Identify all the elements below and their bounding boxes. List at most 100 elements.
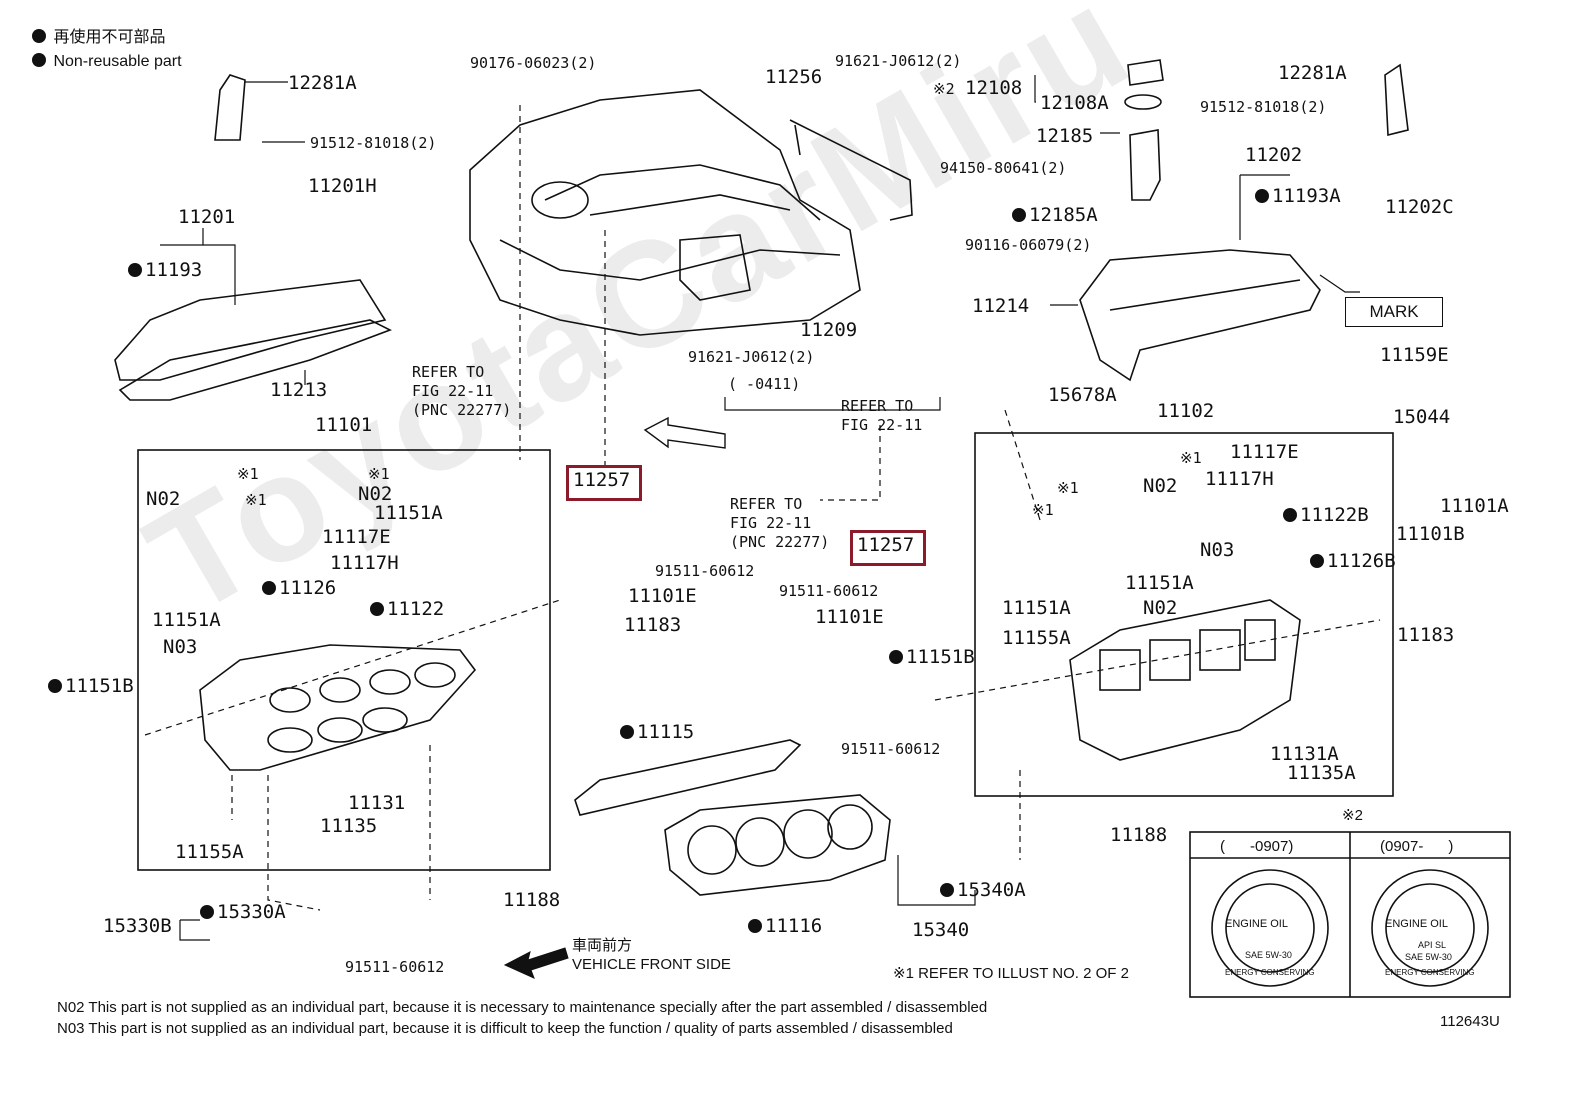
label-91511-a[interactable]: 91511-60612 <box>655 562 755 580</box>
label-11126B[interactable]: 11126B <box>1310 551 1396 571</box>
front-en: VEHICLE FRONT SIDE <box>572 956 731 973</box>
legend-en: Non-reusable part <box>32 52 182 72</box>
label-91511-b[interactable]: 91511-60612 <box>345 958 445 976</box>
label-n02-right2: N02 <box>1143 597 1178 619</box>
label-x1e: ※1 <box>1057 479 1079 497</box>
label-11101[interactable]: 11101 <box>315 414 373 436</box>
cap-right-sub2: SAE 5W-30 <box>1405 952 1452 962</box>
label-11257-b[interactable]: 11257 <box>857 534 915 556</box>
front-arrow-icon <box>503 947 569 979</box>
range-0411: ( -0411) <box>728 375 801 393</box>
refer-mid: REFER TO FIG 22-11 (PNC 22277) <box>730 495 830 551</box>
label-90176[interactable]: 90176-06023(2) <box>470 54 597 72</box>
label-11257-a[interactable]: 11257 <box>573 469 631 491</box>
label-11159E[interactable]: 11159E <box>1380 344 1449 366</box>
label-15340[interactable]: 15340 <box>912 919 970 941</box>
label-11122[interactable]: 11122 <box>370 599 444 619</box>
label-11131A[interactable]: 11131A <box>1270 743 1339 765</box>
label-90116[interactable]: 90116-06079(2) <box>965 236 1092 254</box>
label-15330B[interactable]: 15330B <box>103 915 172 937</box>
head-cover-11202 <box>1079 249 1321 382</box>
label-11135[interactable]: 11135 <box>320 815 378 837</box>
label-11202[interactable]: 11202 <box>1245 144 1303 166</box>
label-11101B[interactable]: 11101B <box>1396 523 1465 545</box>
label-11151A-r1[interactable]: 11151A <box>1125 572 1194 594</box>
label-91511-d[interactable]: 91511-60612 <box>841 740 941 758</box>
label-11202C[interactable]: 11202C <box>1385 196 1454 218</box>
label-12185A[interactable]: 12185A <box>1012 205 1098 225</box>
label-11101E-left[interactable]: 11101E <box>628 585 697 607</box>
label-15330A[interactable]: 15330A <box>200 902 286 922</box>
label-n02-left2: N02 <box>358 483 393 505</box>
label-11122B[interactable]: 11122B <box>1283 505 1369 525</box>
label-11201H[interactable]: 11201H <box>308 175 377 197</box>
label-11193A[interactable]: 11193A <box>1255 186 1341 206</box>
label-11183-right[interactable]: 11183 <box>1397 624 1455 646</box>
label-x1a: ※1 <box>237 465 259 483</box>
label-11115[interactable]: 11115 <box>620 722 694 742</box>
label-x1d: ※1 <box>1180 449 1202 467</box>
label-11151B-left[interactable]: 11151B <box>48 676 134 696</box>
label-15678A[interactable]: 15678A <box>1048 384 1117 406</box>
label-n02-left: N02 <box>146 488 181 510</box>
label-x1f: ※1 <box>1032 501 1054 519</box>
label-11117H-right[interactable]: 11117H <box>1205 468 1274 490</box>
label-11151B-right[interactable]: 11151B <box>889 647 975 667</box>
label-11117H-left[interactable]: 11117H <box>330 552 399 574</box>
label-11116[interactable]: 11116 <box>748 916 822 936</box>
label-15340A[interactable]: 15340A <box>940 880 1026 900</box>
label-12281A-left[interactable]: 12281A <box>288 72 357 94</box>
label-11151A-1[interactable]: 11151A <box>374 502 443 524</box>
head-gasket-11116 <box>664 794 891 896</box>
label-x2: ※2 <box>933 80 955 98</box>
label-11193[interactable]: 11193 <box>128 260 202 280</box>
label-11183-left[interactable]: 11183 <box>624 614 682 636</box>
head-cover-11201 <box>114 279 387 381</box>
cap-right-text: ENGINE OIL <box>1385 918 1448 930</box>
label-11155A-left[interactable]: 11155A <box>175 841 244 863</box>
mark-box: MARK <box>1345 297 1443 327</box>
footnote-x1: ※1 REFER TO ILLUST NO. 2 OF 2 <box>893 965 1129 982</box>
label-11101A[interactable]: 11101A <box>1440 495 1509 517</box>
cap-right-ring: ENERGY CONSERVING <box>1385 968 1475 977</box>
label-11131[interactable]: 11131 <box>348 792 406 814</box>
highlight-box-11257-a <box>566 465 642 501</box>
label-12281A-right[interactable]: 12281A <box>1278 62 1347 84</box>
label-91512-right[interactable]: 91512-81018(2) <box>1200 98 1327 116</box>
label-11102[interactable]: 11102 <box>1157 400 1215 422</box>
label-11135A[interactable]: 11135A <box>1287 762 1356 784</box>
label-x1b: ※1 <box>368 465 390 483</box>
cap-table-marker: ※2 <box>1342 807 1363 824</box>
label-12185[interactable]: 12185 <box>1036 125 1094 147</box>
label-11101E-mid[interactable]: 11101E <box>815 606 884 628</box>
label-94150[interactable]: 94150-80641(2) <box>940 159 1067 177</box>
label-11256[interactable]: 11256 <box>765 66 823 88</box>
engine-cover-11209 <box>469 89 861 336</box>
label-11126[interactable]: 11126 <box>262 578 336 598</box>
label-15044[interactable]: 15044 <box>1393 406 1451 428</box>
label-91512-left[interactable]: 91512-81018(2) <box>310 134 437 152</box>
oil-cap-left <box>1211 869 1329 987</box>
label-11155A-right[interactable]: 11155A <box>1002 627 1071 649</box>
refer-left: REFER TO FIG 22-11 (PNC 22277) <box>412 363 512 419</box>
label-11201[interactable]: 11201 <box>178 206 236 228</box>
label-11213[interactable]: 11213 <box>270 379 328 401</box>
cylinder-head-left <box>199 644 477 771</box>
front-jp: 車両前方 <box>572 937 633 954</box>
label-x1c: ※1 <box>245 491 267 509</box>
label-91621-mid[interactable]: 91621-J0612(2) <box>688 348 815 366</box>
box-11101 <box>137 449 551 871</box>
label-12108A[interactable]: 12108A <box>1040 92 1109 114</box>
label-11117E-left[interactable]: 11117E <box>322 526 391 548</box>
label-11151A-r2[interactable]: 11151A <box>1002 597 1071 619</box>
label-91621-top[interactable]: 91621-J0612(2) <box>835 52 962 70</box>
label-91511-c[interactable]: 91511-60612 <box>779 582 879 600</box>
label-11151A-2[interactable]: 11151A <box>152 609 221 631</box>
label-12108[interactable]: 12108 <box>965 77 1023 99</box>
label-11188-left[interactable]: 11188 <box>503 889 561 911</box>
label-11209[interactable]: 11209 <box>800 319 858 341</box>
label-11117E-right[interactable]: 11117E <box>1230 441 1299 463</box>
label-11214[interactable]: 11214 <box>972 295 1030 317</box>
label-11188-right[interactable]: 11188 <box>1110 824 1168 846</box>
